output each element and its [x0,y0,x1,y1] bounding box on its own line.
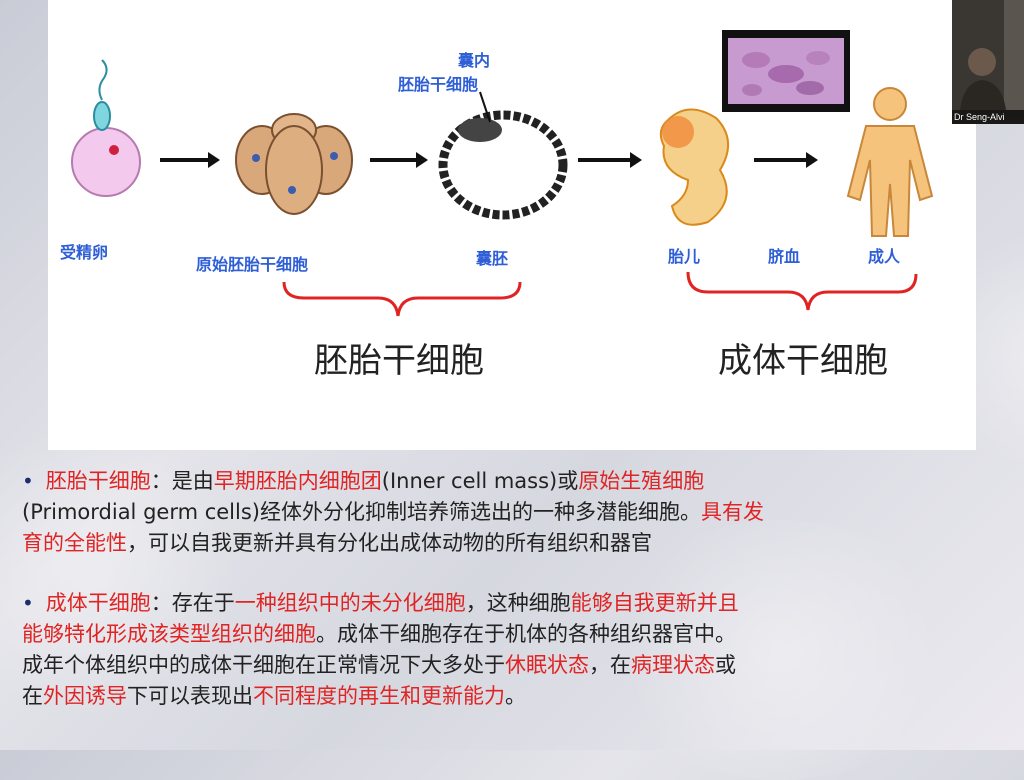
arrow-3 [578,152,642,168]
text-segment: 下可以表现出 [127,684,253,708]
speaker-name-label: Dr Seng-Alvi [952,110,1024,124]
text-segment: 胚胎干细胞 [45,469,151,493]
text-segment: 能够自我更新并且 [570,591,739,615]
group-adult-title: 成体干细胞 [718,341,888,381]
text-segment: 具有发 [700,500,764,524]
label-adult: 成人 [868,247,901,266]
text-segment: 休眠状态 [505,653,589,677]
bullet-1-line-2: (Primordial germ cells)经体外分化抑制培养筛选出的一种多潜… [22,497,1012,528]
adult-human-image [846,87,934,237]
label-blastocyst: 囊胚 [475,249,508,268]
text-segment: 病理状态 [631,653,715,677]
bullet-embryonic: • 胚胎干细胞：是由早期胚胎内细胞团(Inner cell mass)或原始生殖细… [22,466,1012,559]
text-segment: (Primordial germ cells) [22,500,260,524]
text-segment: ：存在于 [150,591,235,615]
label-zygote: 受精卵 [60,243,108,262]
text-segment: 。成体干细胞存在于机体的各种组织器官中。 [316,622,736,646]
label-fetus: 胎儿 [668,247,700,266]
group-embryonic-title: 胚胎干细胞 [314,341,484,381]
bullet-2-line-1: • 成体干细胞：存在于一种组织中的未分化细胞，这种细胞能够自我更新并且 [22,588,1012,619]
bullet-dot-icon: • [22,469,34,493]
text-segment: 原始生殖细胞 [578,469,705,493]
text-segment: 一种组织中的未分化细胞 [234,591,466,615]
speaker-video-thumbnail[interactable]: Dr Seng-Alvi [952,0,1024,124]
text-segment: 经体外分化抑制培养筛选出的一种多潜能细胞。 [259,500,701,524]
text-segment: 。 [505,684,526,708]
bullet-2-line-2: 能够特化形成该类型组织的细胞。成体干细胞存在于机体的各种组织器官中。 [22,619,1012,650]
inner-mass-label-2: 胚胎干细胞 [398,75,478,94]
label-primordial-esc: 原始胚胎干细胞 [196,255,308,274]
bullet-1-line-3: 育的全能性，可以自我更新并具有分化出成体动物的所有组织和器官 [22,528,1012,559]
bullet-dot-icon: • [22,591,34,615]
speaker-silhouette-icon [952,0,1024,110]
cleavage-cells-image [235,113,353,215]
text-segment: 不同程度的再生和更新能力 [253,684,505,708]
text-segment: 成年个体组织中的成体干细胞在正常情况下大多处于 [22,653,505,677]
stem-cell-diagram: 囊内 胚胎干细胞 受精卵 原始胚胎干细胞 囊胚 胎儿 脐血 成人 [60,51,934,381]
text-segment: ，可以自我更新并具有分化出成体动物的所有组织和器官 [127,531,652,555]
label-cord-blood: 脐血 [768,247,800,266]
bullet-adult: • 成体干细胞：存在于一种组织中的未分化细胞，这种细胞能够自我更新并且 能够特化形… [22,588,1012,712]
bullet-1-line-1: • 胚胎干细胞：是由早期胚胎内细胞团(Inner cell mass)或原始生殖细… [22,466,1012,497]
text-segment: ：是由 [150,469,214,493]
inner-mass-label-1: 囊内 [457,51,490,70]
text-segment: 或 [557,469,579,493]
text-segment: ，这种细胞 [465,591,571,615]
brace-adult [686,271,918,311]
text-segment: 早期胚胎内细胞团 [213,469,382,493]
text-segment: 外因诱导 [43,684,127,708]
arrow-4 [754,152,818,168]
text-segment: 成体干细胞 [45,591,151,615]
zygote-image [71,59,141,197]
brace-embryonic [282,281,522,317]
arrow-1 [160,152,220,168]
text-segment: 在 [22,684,43,708]
bullet-2-line-4: 在外因诱导下可以表现出不同程度的再生和更新能力。 [22,681,1012,712]
text-segment: ，在 [589,653,631,677]
text-segment: 育的全能性 [22,531,127,555]
bullet-2-line-3: 成年个体组织中的成体干细胞在正常情况下大多处于休眠状态，在病理状态或 [22,650,1012,681]
fetus-image [659,108,729,226]
text-segment: 能够特化形成该类型组织的细胞 [22,622,316,646]
microscopy-image [722,30,850,112]
text-segment: (Inner cell mass) [381,469,558,493]
arrow-2 [370,152,428,168]
text-segment: 或 [715,653,736,677]
blastocyst-image [438,91,568,220]
